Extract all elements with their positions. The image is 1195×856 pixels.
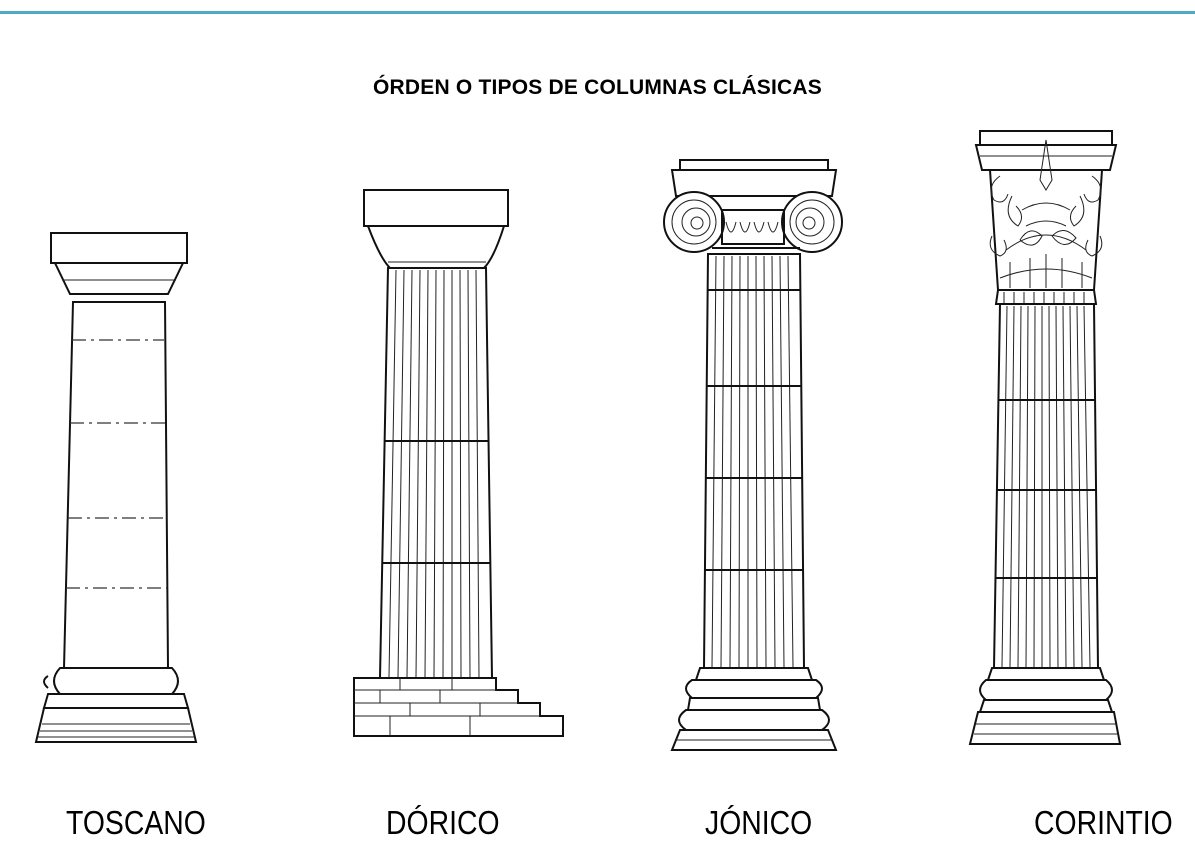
dorico-column bbox=[353, 189, 564, 737]
dorico-label: DÓRICO bbox=[386, 804, 500, 841]
toscano-label: TOSCANO bbox=[66, 804, 206, 841]
toscano-column bbox=[34, 232, 198, 743]
page-title: ÓRDEN O TIPOS DE COLUMNAS CLÁSICAS bbox=[373, 76, 822, 99]
jonico-label: JÓNICO bbox=[705, 804, 813, 841]
top-accent-rule bbox=[0, 0, 1195, 14]
jonico-column bbox=[663, 159, 843, 751]
corintio-label: CORINTIO bbox=[1034, 804, 1173, 841]
columns-illustration bbox=[34, 130, 1122, 751]
corintio-column bbox=[968, 130, 1122, 745]
